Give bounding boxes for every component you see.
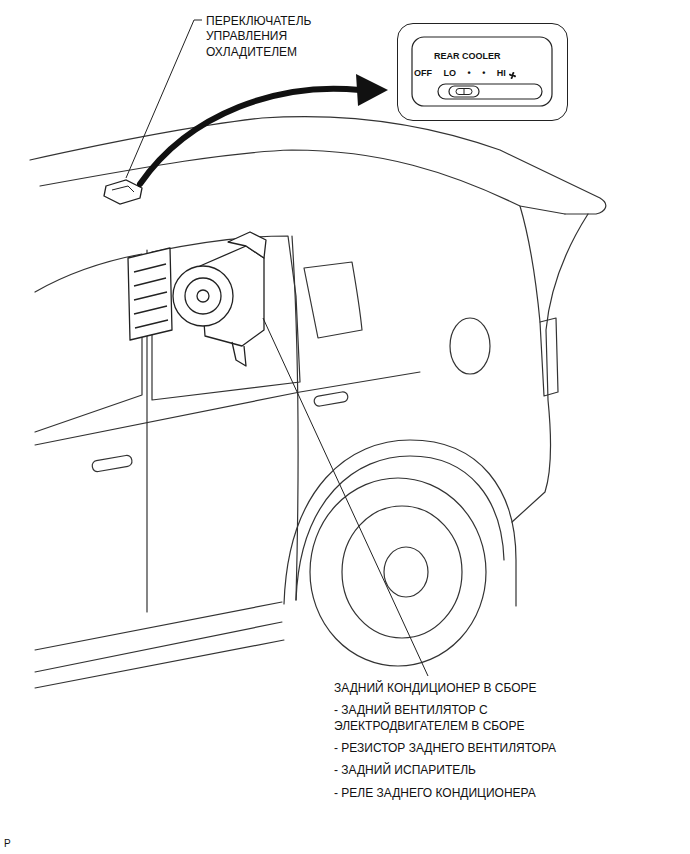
part-item: - РЕЛЕ ЗАДНЕГО КОНДИЦИОНЕРА [333, 786, 537, 801]
fan-icon [508, 71, 517, 80]
part-item: - РЕЗИСТОР ЗАДНЕГО ВЕНТИЛЯТОРА [333, 741, 557, 756]
panel-title: REAR COOLER [434, 51, 501, 61]
part-item: - ЗАДНИЙ ВЕНТИЛЯТОР С ЭЛЕКТРОДВИГАТЕЛЕМ … [333, 703, 597, 734]
part-label: ЗАДНИЙ КОНДИЦИОНЕР В СБОРЕ [333, 681, 538, 696]
switch-positions: OFF LO • • HI [414, 68, 506, 78]
switch-panel: REAR COOLER OFF LO • • HI [397, 23, 568, 121]
part-item: - ЗАДНИЙ ИСПАРИТЕЛЬ [333, 763, 477, 778]
part-label: ПЕРЕКЛЮЧАТЕЛЬ УПРАВЛЕНИЯ ОХЛАДИТЕЛЕМ [205, 14, 327, 60]
page-mark: P [3, 838, 25, 851]
